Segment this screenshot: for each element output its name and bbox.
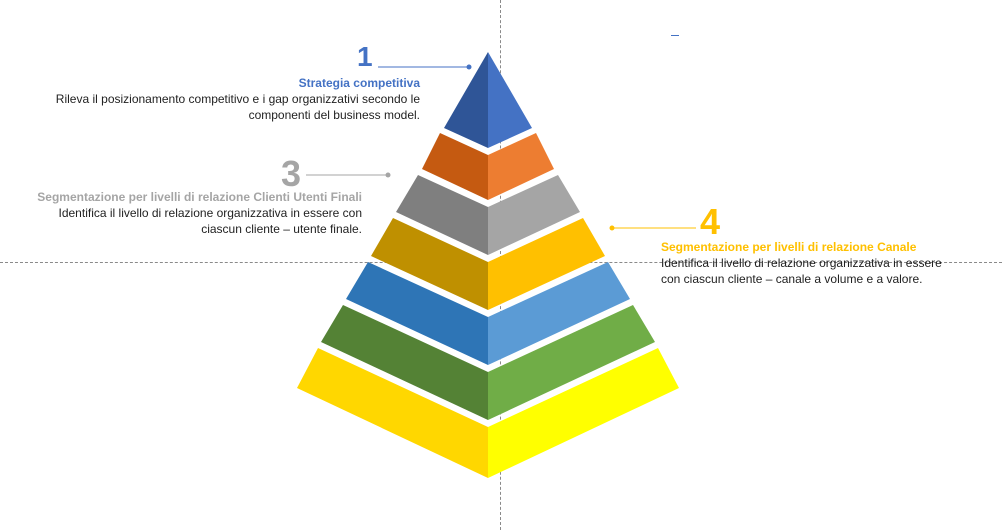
pyramid-level-6-right bbox=[488, 305, 655, 420]
callout-4-number: 4 bbox=[700, 201, 721, 242]
pyramid-level-7-right bbox=[488, 348, 679, 478]
pyramid-level-5-left bbox=[346, 262, 488, 365]
callout-4-desc-line1: Identifica il livello di relazione organ… bbox=[661, 256, 942, 270]
callout-1-description: Rileva il posizionamento competitivo e i… bbox=[8, 91, 420, 123]
pyramid-level-2-right bbox=[488, 133, 554, 200]
callout-3-number: 3 bbox=[281, 153, 302, 194]
pyramid-level-7-left bbox=[297, 348, 488, 478]
pyramid-level-4-left bbox=[371, 218, 488, 310]
pyramid-level-4-right bbox=[488, 218, 605, 310]
callout-3-title: Segmentazione per livelli di relazione C… bbox=[37, 190, 362, 204]
callout-1-number: 1 bbox=[357, 41, 373, 72]
pyramid-level-1-left bbox=[444, 52, 488, 148]
pyramid-level-3-left bbox=[396, 175, 488, 255]
small-dash-mark bbox=[671, 35, 679, 36]
pyramid-level-6-left bbox=[321, 305, 488, 420]
pyramid-level-2-left bbox=[422, 133, 488, 200]
callout-1-desc-line2: componenti del business model. bbox=[248, 108, 420, 122]
callout-3-desc-line1: Identifica il livello di relazione organ… bbox=[58, 206, 363, 220]
callout-1-dot bbox=[466, 64, 472, 70]
pyramid-level-1-right bbox=[488, 52, 532, 148]
callout-3-desc-line2: ciascun cliente – utente finale. bbox=[201, 222, 362, 236]
callout-3-dot bbox=[385, 172, 391, 178]
callout-4-description: Identifica il livello di relazione organ… bbox=[661, 255, 991, 287]
callout-1-desc-line1: Rileva il posizionamento competitivo e i… bbox=[55, 92, 420, 106]
callout-4-desc-line2: con ciascun cliente – canale a volume e … bbox=[661, 272, 923, 286]
callout-3-description: Identifica il livello di relazione organ… bbox=[0, 205, 363, 237]
pyramid-level-5-right bbox=[488, 262, 630, 365]
callout-4-title: Segmentazione per livelli di relazione C… bbox=[661, 240, 917, 254]
callout-4-dot bbox=[609, 225, 615, 231]
pyramid-level-3-right bbox=[488, 175, 580, 255]
callout-1-title: Strategia competitiva bbox=[298, 76, 420, 90]
